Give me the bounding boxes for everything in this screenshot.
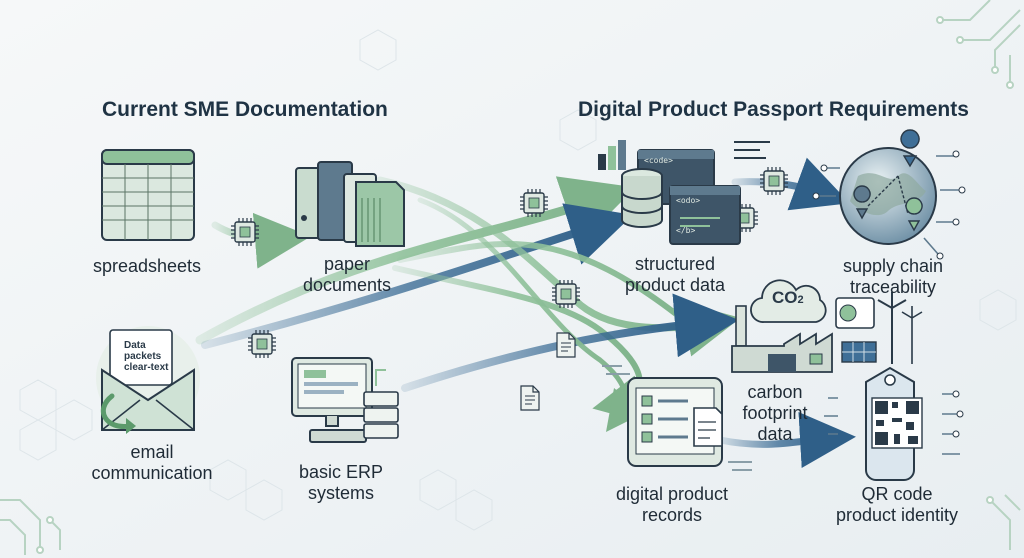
data-chip <box>230 217 260 247</box>
data-chip <box>759 166 789 196</box>
label-email-communication: email communication <box>91 442 213 483</box>
data-chip <box>247 329 277 359</box>
envelope-icon <box>96 326 200 434</box>
data-chip <box>551 279 581 309</box>
code-tag: <odo> <box>676 196 701 205</box>
document-icon <box>520 385 540 411</box>
hexagon-pattern <box>19 29 1017 531</box>
label-structured-product-data: structured product data <box>624 254 726 295</box>
data-chip <box>519 188 549 218</box>
code-tag: <code> <box>644 156 673 165</box>
database-icon <box>598 140 770 245</box>
factory-icon <box>731 279 923 373</box>
code-tag: </b> <box>676 226 696 235</box>
document-icon <box>556 332 576 358</box>
qr-tag-icon <box>824 366 964 481</box>
tablet-checklist-icon <box>602 365 752 471</box>
computer-icon <box>291 357 399 443</box>
label-basic-erp-systems: basic ERP systems <box>298 462 384 503</box>
label-qr-code-product-identity: QR code product identity <box>835 484 959 525</box>
heading-dpp-requirements: Digital Product Passport Requirements <box>578 98 969 121</box>
globe-icon <box>812 129 966 260</box>
spreadsheet-icon <box>101 149 195 241</box>
folders-icon <box>295 161 405 247</box>
email-note: Data packets clear-text <box>124 340 169 373</box>
label-paper-documents: paper documents <box>302 254 392 295</box>
co2-label: CO2 <box>772 288 804 307</box>
label-carbon-footprint-data: carbon footprint data <box>742 382 808 444</box>
label-digital-product-records: digital product records <box>615 484 729 525</box>
label-spreadsheets: spreadsheets <box>92 256 202 276</box>
heading-current-sme-documentation: Current SME Documentation <box>102 98 388 121</box>
label-supply-chain-traceability: supply chain traceability <box>842 256 944 297</box>
